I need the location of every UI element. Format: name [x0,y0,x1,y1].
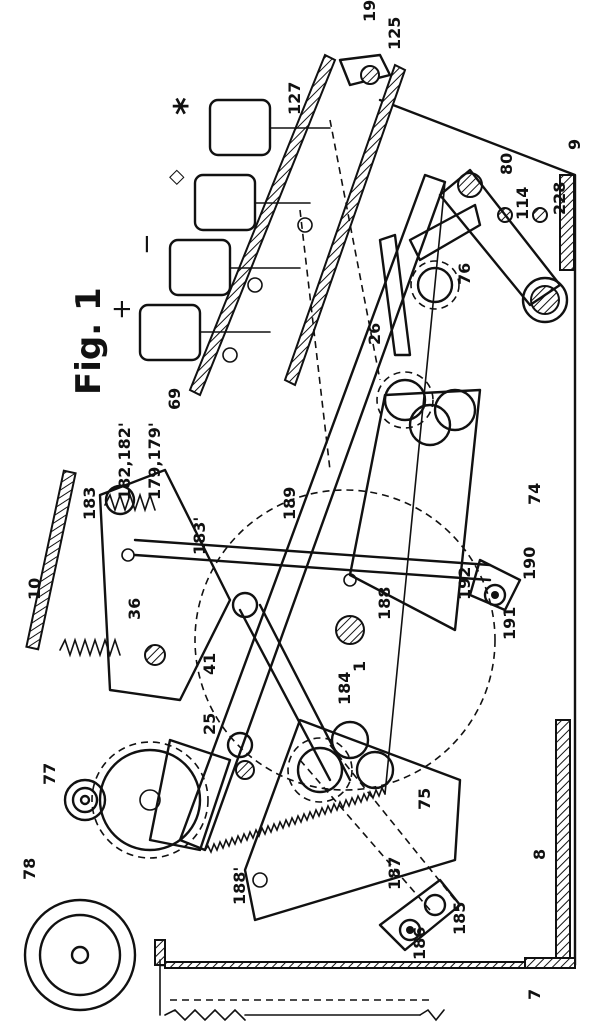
ref-7: 7 [525,989,544,1000]
housing-wall-right-top [559,174,575,271]
reference-numerals: 193 125 127 9 80 114 228 76 26 74 190 19… [20,0,584,1000]
ref-183-prime: 183' [190,517,209,555]
key-guide-plates [188,53,407,471]
ref-1: 1 [350,661,369,672]
key-symbol-plus: + [107,298,137,320]
ref-184: 184 [335,672,354,705]
shafts [144,172,560,780]
ref-114: 114 [513,187,532,220]
link-190 [468,558,522,612]
ref-188-prime: 188' [230,867,249,905]
ref-78: 78 [20,858,39,880]
ref-125: 125 [385,17,404,50]
ref-8: 8 [530,849,549,860]
ref-191: 191 [500,607,519,640]
lower-link-assembly [378,878,462,952]
ref-69: 69 [165,388,184,410]
right-lever-arm [378,168,569,357]
ref-9: 9 [565,139,584,150]
key-star [208,98,272,157]
key-caps [138,98,331,363]
left-tension-spring [159,959,445,1022]
ref-75: 75 [415,788,434,810]
lever-plate-75 [243,718,462,922]
key-diamond [193,173,257,232]
key-symbol-diamond: ◇ [163,169,187,185]
ref-25: 25 [200,713,219,735]
disc-78 [23,898,137,1012]
ref-185: 185 [450,902,469,935]
link-rods [133,538,492,782]
lever-plate-74 [343,371,482,632]
ref-189: 189 [280,487,299,520]
ref-179-179-prime: 179,179' [145,422,164,500]
ref-183: 183 [80,487,99,520]
shaft-36 [144,644,166,666]
ref-127: 127 [285,82,304,115]
ref-228: 228 [550,182,569,215]
plate-10 [25,469,77,651]
key-plus [138,303,202,362]
rack-bar [178,173,447,854]
housing-left-strip [164,961,526,969]
ref-192: 192 [455,567,474,600]
lower-left-gears [23,738,232,1012]
ref-76: 76 [455,263,474,285]
shaft-25 [235,760,255,780]
key-symbol-star: * [167,97,207,115]
ref-10: 10 [25,578,44,600]
housing-base-plate [524,957,576,969]
ref-26: 26 [365,323,384,345]
gear-77 [63,778,107,822]
ref-80: 80 [497,153,516,175]
shaft-228 [532,207,548,223]
drive-disc-outline [194,489,496,791]
ref-41: 41 [200,653,219,675]
key-symbol-minus: − [132,233,162,255]
ref-188: 188 [375,587,394,620]
ref-182-182-prime: 182,182' [115,422,134,500]
ref-74: 74 [525,483,544,505]
ref-187: 187 [385,857,404,890]
upper-left-mechanism [25,468,259,759]
shaft-1 [335,615,365,645]
ref-77: 77 [40,763,59,785]
ref-36: 36 [125,598,144,620]
ref-186: 186 [410,927,429,960]
key-minus [168,238,232,297]
ref-193: 193 [360,0,379,22]
top-slider [338,53,392,87]
ref-190: 190 [520,547,539,580]
housing-wall-right-bottom [555,719,571,966]
figure-title: Fig. 1 [69,287,109,395]
shaft-lower-right [530,285,560,315]
